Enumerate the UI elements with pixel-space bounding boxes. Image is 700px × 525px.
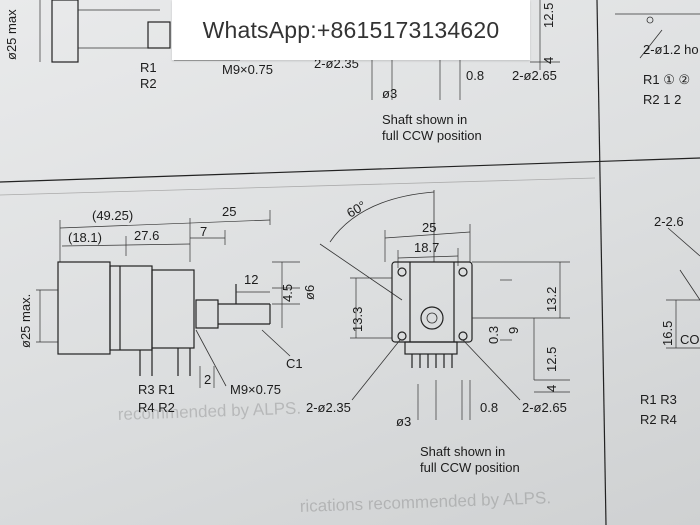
front-view-outline bbox=[319, 190, 570, 420]
top-shaft-note-line1: Shaft shown in bbox=[382, 112, 467, 127]
right-dim-16-5: 16.5 bbox=[660, 321, 675, 346]
side-dim-25: 25 bbox=[222, 204, 236, 219]
front-hole-right-label: 2-ø2.65 bbox=[522, 400, 567, 415]
top-d3-label: ø3 bbox=[382, 86, 397, 101]
right-partial-view bbox=[666, 227, 700, 349]
top-dim-12-5: 12.5 bbox=[541, 3, 556, 28]
side-dim-18-1: (18.1) bbox=[68, 230, 102, 245]
top-right-hole-label: 2-ø1.2 ho bbox=[643, 42, 699, 57]
front-shaft-note-line2: full CCW position bbox=[420, 460, 520, 475]
side-dim-49-25: (49.25) bbox=[92, 208, 133, 223]
front-shaft-note-line1: Shaft shown in bbox=[420, 444, 505, 459]
front-dim-0-3: 0.3 bbox=[486, 326, 501, 344]
side-dim-12: 12 bbox=[244, 272, 258, 287]
front-dim-18-7: 18.7 bbox=[414, 240, 439, 255]
top-dim-4: 4 bbox=[541, 57, 556, 64]
side-thread-label: M9×0.75 bbox=[230, 382, 281, 397]
top-right-r1-label: R1 ① ② bbox=[643, 72, 690, 87]
right-hole-label: 2-2.6 bbox=[654, 214, 684, 229]
front-dim-25: 25 bbox=[422, 220, 436, 235]
side-dim-7: 7 bbox=[200, 224, 207, 239]
right-r2r4-label: R2 R4 bbox=[640, 412, 677, 427]
side-dim-4-5: 4.5 bbox=[280, 284, 295, 302]
whatsapp-banner-text: WhatsApp:+8615173134620 bbox=[202, 16, 500, 43]
top-shaft-note-line2: full CCW position bbox=[382, 128, 482, 143]
front-dim-0-8: 0.8 bbox=[480, 400, 498, 415]
top-right-partial-view bbox=[615, 13, 700, 59]
side-d25-max-label: ø25 max. bbox=[18, 294, 33, 348]
top-dim-0-8: 0.8 bbox=[466, 68, 484, 83]
faded-text-line2: rications recommended by ALPS. bbox=[299, 488, 551, 516]
top-left-partial-view bbox=[39, 0, 240, 63]
whatsapp-banner: WhatsApp:+8615173134620 bbox=[172, 0, 530, 60]
front-dim-9: 9 bbox=[506, 327, 521, 334]
front-dim-4: 4 bbox=[544, 385, 559, 392]
top-thread-label: M9×0.75 bbox=[222, 62, 273, 77]
top-hole-right-label: 2-ø2.65 bbox=[512, 68, 557, 83]
front-dim-12-5: 12.5 bbox=[544, 347, 559, 372]
side-c1-label: C1 bbox=[286, 356, 303, 371]
top-right-r2-label: R2 1 2 bbox=[643, 92, 681, 107]
front-dim-13-3: 13.3 bbox=[350, 307, 365, 332]
front-angle-60: 60° bbox=[344, 198, 369, 221]
right-r1r3-label: R1 R3 bbox=[640, 392, 677, 407]
top-r2-label: R2 bbox=[140, 76, 157, 91]
front-hole-left-label: 2-ø2.35 bbox=[306, 400, 351, 415]
top-center-partial-view bbox=[371, 0, 560, 100]
side-view-outline bbox=[36, 210, 300, 388]
top-d25-max-label: ø25 max bbox=[4, 9, 19, 60]
top-r1-label: R1 bbox=[140, 60, 157, 75]
side-dim-2: 2 bbox=[204, 372, 211, 387]
side-r4r2-label: R4 R2 bbox=[138, 400, 175, 415]
side-dim-27-6: 27.6 bbox=[134, 228, 159, 243]
side-r3r1-label: R3 R1 bbox=[138, 382, 175, 397]
front-d3-label: ø3 bbox=[396, 414, 411, 429]
right-co-label: CO bbox=[680, 332, 700, 347]
front-dim-13-2: 13.2 bbox=[544, 287, 559, 312]
side-dim-d6: ø6 bbox=[302, 285, 317, 300]
